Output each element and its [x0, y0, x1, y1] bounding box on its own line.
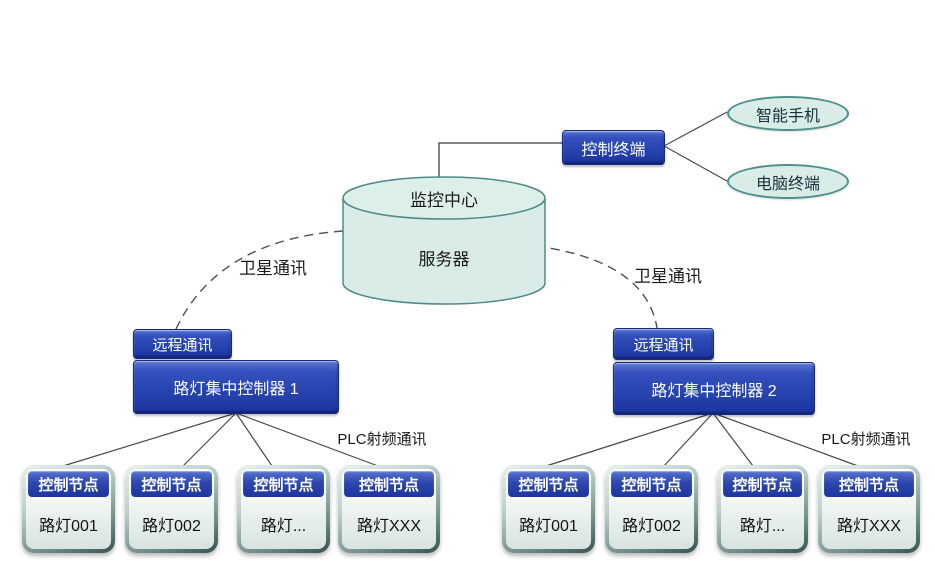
terminal-pc-line — [663, 145, 728, 182]
controller1-node4-line — [235, 412, 379, 467]
controller2-node1-line — [545, 412, 714, 467]
controller1-node1-line — [62, 412, 237, 467]
satellite-link-label-left: 卫星通讯 — [239, 258, 307, 278]
node-header: 控制节点 — [131, 471, 212, 497]
remote-comm-box-1: 远程通讯 — [133, 329, 232, 359]
plc-label-right: PLC射频通讯 — [821, 430, 911, 448]
controller-box-2: 路灯集中控制器 2 — [613, 362, 815, 415]
server-terminal-connector — [438, 142, 562, 178]
node-header: 控制节点 — [28, 471, 109, 497]
control-node-card: 控制节点 路灯001 — [502, 465, 595, 553]
control-node-card: 控制节点 路灯XXX — [338, 465, 440, 553]
satellite-link-label-right: 卫星通讯 — [634, 266, 702, 286]
node-lamp-label: 路灯... — [260, 518, 307, 535]
node-lamp-label: 路灯XXX — [356, 518, 422, 535]
control-node-card: 控制节点 路灯XXX — [818, 465, 920, 553]
monitoring-center-label: 监控中心 — [410, 190, 478, 210]
terminal-phone-line — [663, 111, 728, 147]
pc-terminal-ellipse: 电脑终端 — [727, 164, 849, 199]
node-header: 控制节点 — [508, 471, 589, 497]
remote-comm-box-2: 远程通讯 — [613, 328, 714, 360]
server-label: 服务器 — [418, 249, 470, 269]
node-header: 控制节点 — [611, 471, 692, 497]
satellite-link-curve-right — [535, 245, 658, 329]
server-cylinder — [342, 176, 546, 305]
node-lamp-label: 路灯001 — [39, 518, 98, 535]
smartphone-ellipse: 智能手机 — [727, 96, 849, 131]
plc-label-left: PLC射频通讯 — [337, 430, 427, 448]
controller2-node4-line — [712, 412, 859, 467]
control-node-card: 控制节点 路灯... — [237, 465, 330, 553]
control-node-card: 控制节点 路灯... — [717, 465, 808, 553]
control-node-card: 控制节点 路灯002 — [605, 465, 698, 553]
controller1-node3-line — [235, 412, 273, 467]
control-terminal-box: 控制终端 — [562, 130, 665, 165]
controller-box-1: 路灯集中控制器 1 — [133, 360, 339, 414]
node-lamp-label: 路灯XXX — [836, 518, 902, 535]
controller2-node2-line — [663, 412, 714, 467]
control-node-card: 控制节点 路灯002 — [125, 465, 218, 553]
node-header: 控制节点 — [824, 471, 914, 497]
node-header: 控制节点 — [723, 471, 802, 497]
node-header: 控制节点 — [243, 471, 324, 497]
node-lamp-label: 路灯001 — [519, 518, 578, 535]
satellite-link-curve-left — [175, 230, 344, 330]
node-header: 控制节点 — [344, 471, 434, 497]
control-node-card: 控制节点 路灯001 — [22, 465, 115, 553]
controller2-node3-line — [712, 412, 754, 467]
node-lamp-label: 路灯... — [739, 518, 786, 535]
node-lamp-label: 路灯002 — [622, 518, 681, 535]
node-lamp-label: 路灯002 — [142, 518, 201, 535]
controller1-node2-line — [182, 412, 237, 467]
